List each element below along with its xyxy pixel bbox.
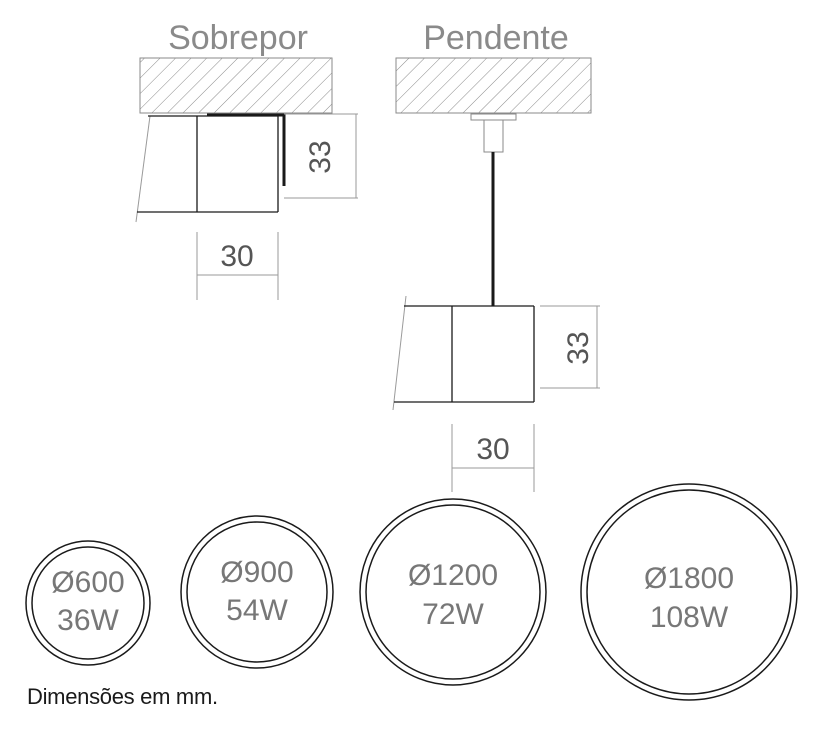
surface-width-label: 30 [220,240,253,273]
pendant-canopy [470,113,517,153]
surface-mount-title: Sobrepor [168,19,308,57]
model-power-label: 72W [422,598,484,631]
pendant-mount-drawing: Pendente 33 30 [392,19,600,492]
model-circle-600: Ø600 36W [25,540,151,666]
ceiling-hatch-surface [139,57,333,114]
surface-mount-drawing: Sobrepor 33 30 [135,19,358,300]
pendant-mount-title: Pendente [423,19,569,57]
model-power-label: 54W [226,594,288,627]
model-diameter-label: Ø900 [220,556,293,589]
surface-width-dimension: 30 [196,232,279,300]
pendant-width-label: 30 [476,433,509,466]
surface-luminaire-body [137,113,286,213]
pendant-height-dimension: 33 [540,305,600,389]
surface-perspective-edge [135,115,151,223]
surface-height-dimension: 33 [284,113,358,199]
pendant-width-dimension: 30 [451,424,535,492]
pendant-height-label: 33 [562,331,595,364]
dimensions-footnote: Dimensões em mm. [27,684,218,709]
model-power-label: 36W [57,604,119,637]
model-circle-1800: Ø1800 108W [580,483,798,701]
model-power-label: 108W [650,601,729,634]
model-diameter-label: Ø600 [51,566,124,599]
model-circle-900: Ø900 54W [180,515,334,669]
surface-height-label: 33 [304,140,337,173]
model-diameter-label: Ø1200 [408,559,498,592]
model-circle-1200: Ø1200 72W [359,498,547,686]
model-diameter-label: Ø1800 [644,562,734,595]
pendant-perspective-edge [392,295,407,411]
ceiling-hatch-pendant [395,57,592,114]
pendant-luminaire-body [394,305,535,403]
